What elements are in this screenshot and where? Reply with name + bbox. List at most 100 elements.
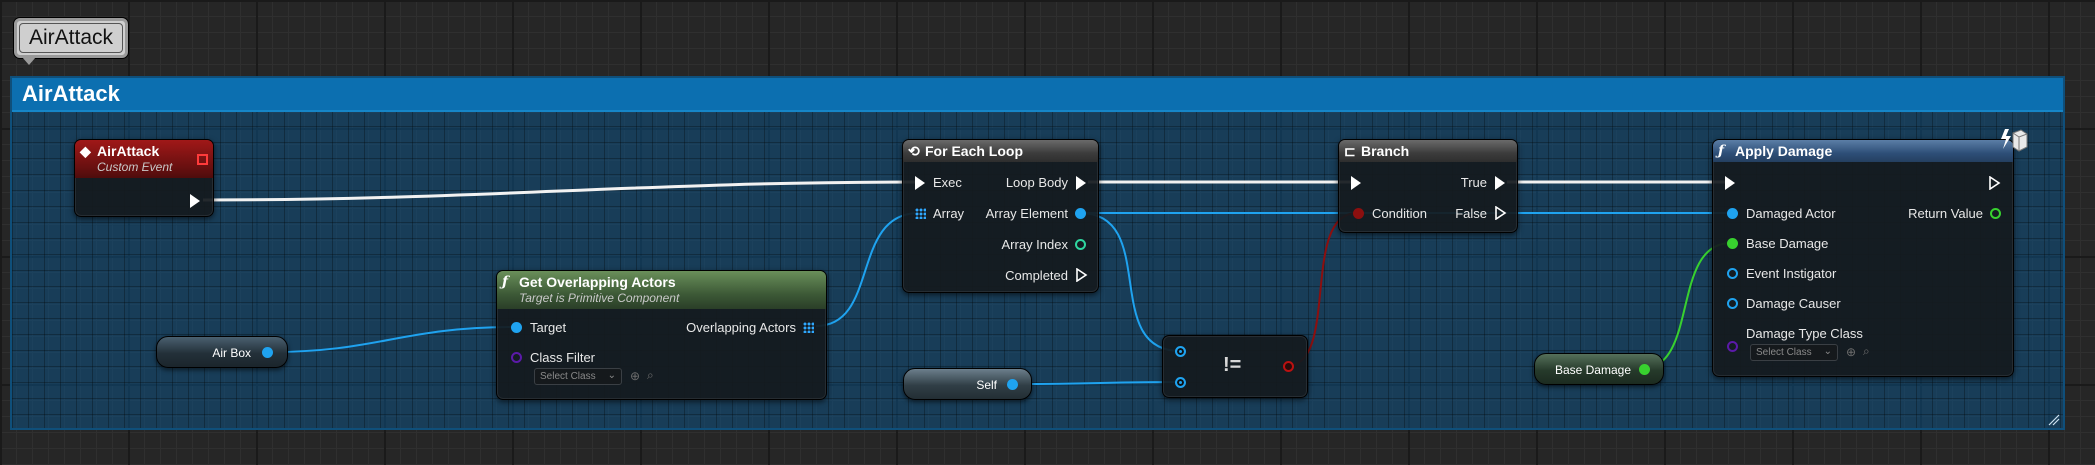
class-filter-pin[interactable] [511,352,522,363]
base-damage-label: Base Damage [1746,236,1829,251]
damaged-actor-label: Damaged Actor [1746,206,1836,221]
completed-exec-pin[interactable] [1076,268,1088,282]
event-instigator-pin[interactable] [1727,268,1738,279]
comment-bubble-tail [22,57,36,65]
return-value-label: Return Value [1908,206,1983,221]
air-box-variable[interactable]: Air Box [156,336,288,368]
base-damage-var-pin[interactable] [1639,364,1650,375]
browse-icon[interactable]: ⊕ [630,369,641,383]
false-label: False [1455,206,1487,221]
true-label: True [1460,175,1487,190]
loop-exec-in-pin[interactable] [915,176,925,190]
self-label: Self [976,378,997,392]
damage-exec-out-pin[interactable] [1989,176,2001,190]
chevron-down-icon: ⌄ [1823,346,1832,357]
target-pin[interactable] [511,322,522,333]
branch-icon: ⊏ [1344,143,1356,159]
loop-array-label: Array [933,206,965,221]
event-instigator-label: Event Instigator [1746,266,1837,281]
class-filter-select[interactable]: Select Class ⌄ [534,368,622,385]
search-icon[interactable]: ⌕ [647,368,654,382]
target-label: Target [530,320,567,335]
damage-type-value: Select Class [1756,347,1812,358]
apply-damage-node[interactable]: ƒ Apply Damage Damaged Actor Return Valu… [1712,139,2014,377]
function-icon: ƒ [502,274,509,290]
not-equal-node[interactable]: != [1162,335,1308,398]
loop-body-label: Loop Body [1005,175,1068,190]
wire-self-to-notequal [1011,381,1181,385]
array-element-label: Array Element [985,206,1068,221]
condition-label: Condition [1372,206,1427,221]
loop-body-exec-pin[interactable] [1076,176,1086,190]
wire-element-to-notequal [1079,212,1181,352]
branch-exec-in-pin[interactable] [1351,176,1361,190]
self-reference[interactable]: Self [903,368,1032,400]
base-damage-pin[interactable] [1727,238,1738,249]
air-box-pin[interactable] [262,347,273,358]
loop-array-pin[interactable] [915,208,926,219]
return-value-pin[interactable] [1990,208,2001,219]
for-each-header: ⟲ For Each Loop [903,140,1098,162]
completed-label: Completed [1005,268,1068,283]
array-element-pin[interactable] [1075,208,1086,219]
notequal-b-pin[interactable] [1175,377,1186,388]
overlapping-actors-array-pin[interactable] [803,322,814,333]
base-damage-var-label: Base Damage [1554,363,1631,377]
browse-icon[interactable]: ⊕ [1846,345,1857,359]
air-box-label: Air Box [212,346,251,360]
custom-event-node[interactable]: ◆ AirAttack Custom Event [74,139,214,217]
false-exec-pin[interactable] [1495,206,1507,220]
chevron-down-icon: ⌄ [607,370,616,381]
notequal-result-pin[interactable] [1283,361,1294,372]
overlapping-actors-label: Overlapping Actors [686,320,796,335]
array-index-label: Array Index [1001,237,1068,252]
custom-event-header: ◆ AirAttack Custom Event [75,140,213,178]
damage-causer-pin[interactable] [1727,298,1738,309]
wire-airbox-to-target [269,326,517,353]
comment-header[interactable]: AirAttack [12,78,2063,112]
notequal-a-pin[interactable] [1175,346,1186,357]
true-exec-pin[interactable] [1495,176,1505,190]
damage-exec-in-pin[interactable] [1725,176,1735,190]
notequal-operator: != [1223,354,1242,376]
condition-pin[interactable] [1353,208,1364,219]
get-overlapping-title: Get Overlapping Actors [519,274,676,290]
for-each-title: For Each Loop [925,143,1023,159]
get-overlapping-actors-node[interactable]: ƒ Get Overlapping Actors Target is Primi… [496,270,827,400]
exec-wire-event-to-loop [202,180,921,202]
class-filter-label: Class Filter [530,350,596,365]
function-icon: ƒ [1718,143,1725,159]
get-overlapping-subtitle: Target is Primitive Component [519,291,680,305]
base-damage-variable[interactable]: Base Damage [1534,353,1664,385]
array-index-pin[interactable] [1075,239,1086,250]
resize-grip-icon[interactable] [2048,414,2060,426]
event-exec-out-pin[interactable] [190,194,200,208]
apply-damage-title: Apply Damage [1735,143,1833,159]
latent-authority-icon [2001,129,2028,152]
for-each-loop-node[interactable]: ⟲ For Each Loop Exec Array Loop Body Arr… [902,139,1099,293]
branch-node[interactable]: ⊏ Branch Condition True False [1338,139,1518,233]
damaged-actor-pin[interactable] [1727,208,1738,219]
loop-macro-icon: ⟲ [908,143,920,159]
comment-bubble[interactable]: AirAttack [14,18,128,58]
comment-bubble-label: AirAttack [28,26,114,49]
damage-causer-label: Damage Causer [1746,296,1841,311]
custom-event-subtitle: Custom Event [97,160,173,174]
branch-title: Branch [1361,143,1410,159]
damage-type-label: Damage Type Class [1746,326,1863,341]
loop-exec-label: Exec [933,175,962,190]
apply-damage-header: ƒ Apply Damage [1713,140,2013,162]
custom-event-title: AirAttack [97,143,160,159]
wire-overlap-to-array [815,212,920,327]
event-delegate-pin[interactable] [197,154,208,165]
branch-header: ⊏ Branch [1339,140,1517,162]
get-overlapping-header: ƒ Get Overlapping Actors Target is Primi… [497,271,826,309]
comment-bubble-frame [19,23,123,53]
comment-title: AirAttack [22,81,120,106]
self-pin[interactable] [1007,379,1018,390]
damage-type-pin[interactable] [1727,341,1738,352]
search-icon[interactable]: ⌕ [1863,344,1870,358]
damage-type-select[interactable]: Select Class ⌄ [1750,344,1838,361]
class-filter-value: Select Class [540,371,596,382]
event-diamond-icon: ◆ [80,143,91,159]
